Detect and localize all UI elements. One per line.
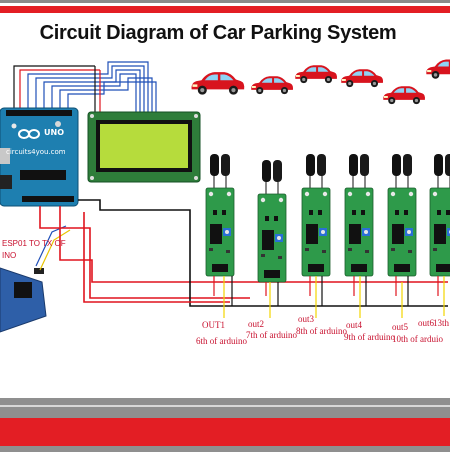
ir-sensor-module xyxy=(344,154,374,277)
ir-sensor-module xyxy=(205,154,235,277)
page-title: Circuit Diagram of Car Parking System xyxy=(39,22,397,44)
ir-sensor-module xyxy=(301,154,331,277)
output-label: out3 xyxy=(298,314,315,324)
output-pin-label: 9th of arduino xyxy=(344,332,395,342)
top-band-gray xyxy=(0,0,450,3)
esp01-module xyxy=(0,267,47,333)
ir-sensor-module xyxy=(429,154,450,277)
output-pin-label: 10th of arduio xyxy=(392,334,443,344)
footer-band-stripe xyxy=(0,405,450,407)
car-image xyxy=(426,59,450,79)
output-label: OUT1 xyxy=(202,320,225,330)
output-wires xyxy=(213,276,445,318)
arduino-uno-logo: UNO xyxy=(44,128,64,137)
output-pin-label: 8th of arduino xyxy=(296,326,347,336)
esp01-label-line: INO xyxy=(2,251,17,260)
arduino-uno-board xyxy=(0,107,79,207)
wire-bundle-top xyxy=(13,61,157,112)
car-image xyxy=(383,86,426,105)
ir-sensor-module xyxy=(257,160,287,283)
esp01-label: ESP01 TO TX OF INO xyxy=(2,238,66,262)
output-label: out4 xyxy=(346,320,363,330)
car-image xyxy=(341,69,384,88)
footer-band-bottom xyxy=(0,446,450,452)
lcd-display xyxy=(87,111,201,183)
output-pin-label: 7th of arduino xyxy=(246,330,297,340)
footer-band-gray xyxy=(0,398,450,418)
car-image xyxy=(251,76,294,95)
top-band-white xyxy=(0,3,450,6)
output-label: out5 xyxy=(392,322,409,332)
esp01-label-line: ESP01 TO TX OF xyxy=(2,239,66,248)
arduino-site-label: circuits4you.com xyxy=(6,148,66,156)
output-label: out6 xyxy=(418,318,435,328)
car-image xyxy=(295,65,338,84)
car-image xyxy=(191,72,245,95)
power-wires xyxy=(39,199,448,307)
top-band-red xyxy=(0,6,450,13)
output-pin-label: 6th of arduino xyxy=(196,336,247,346)
output-pin-label: 13th xyxy=(433,318,450,328)
ir-sensor-module xyxy=(387,154,417,277)
infinity-icon xyxy=(18,129,40,139)
output-label: out2 xyxy=(248,319,265,329)
